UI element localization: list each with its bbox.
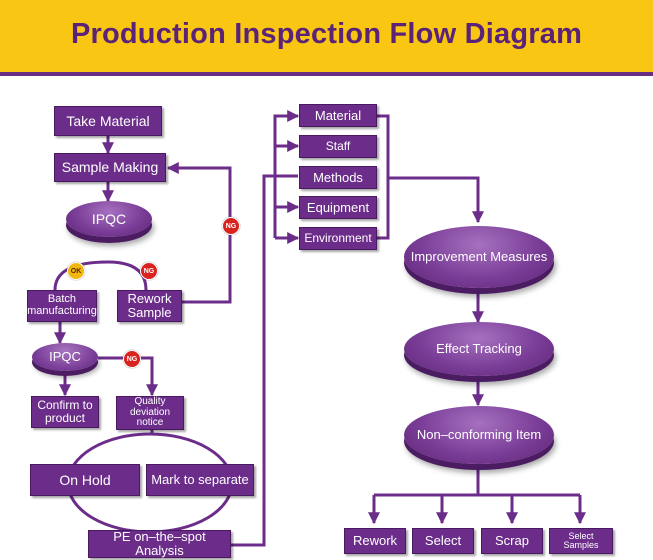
batch-manufacturing-box: Batch manufacturing bbox=[27, 290, 97, 322]
nonconforming-line-2: Item bbox=[515, 427, 542, 443]
ng-badge-loop: NG bbox=[222, 217, 240, 235]
ng-badge-ipqc: NG bbox=[140, 262, 158, 280]
pe-analysis-box: PE on–the–spot Analysis bbox=[88, 530, 231, 558]
disposition-select-samples-box: Select Samples bbox=[549, 528, 613, 554]
improvement-line-2: Measures bbox=[490, 249, 548, 265]
arrow-rework-to-sample bbox=[166, 162, 232, 304]
ng-badge-loop-label: NG bbox=[225, 222, 237, 230]
line-factors-merge bbox=[377, 114, 390, 240]
on-hold-box: On Hold bbox=[30, 464, 140, 496]
disposition-scrap-box: Scrap bbox=[481, 528, 543, 554]
disposition-rework-box: Rework bbox=[344, 528, 406, 554]
arrow-bracket-to-material bbox=[273, 110, 300, 238]
ng-badge-ipqc2: NG bbox=[123, 350, 141, 368]
confirm-to-product-box: Confirm to product bbox=[31, 396, 99, 428]
disposition-select-samples-label: Select Samples bbox=[563, 530, 599, 550]
batch-line-2: manufacturing bbox=[27, 305, 97, 317]
ipqc-1-label: IPQC bbox=[91, 210, 127, 227]
arrow-methods-to-improvement bbox=[388, 176, 484, 224]
ipqc-ellipse-2: IPQC bbox=[32, 343, 98, 371]
factor-methods-box: Methods bbox=[299, 166, 377, 189]
quality-line-1: Quality bbox=[134, 396, 166, 408]
sample-making-box: Sample Making bbox=[54, 153, 166, 182]
effect-tracking-ellipse: Effect Tracking bbox=[404, 322, 554, 376]
quality-line-3: notice bbox=[136, 417, 164, 429]
sample-making-label: Sample Making bbox=[61, 159, 159, 176]
disposition-select-box: Select bbox=[412, 528, 474, 554]
effect-tracking-label: Effect Tracking bbox=[436, 341, 522, 357]
factor-staff-label: Staff bbox=[325, 139, 351, 154]
mark-to-separate-label: Mark to separate bbox=[151, 472, 249, 488]
ng-badge-ipqc2-label: NG bbox=[126, 355, 138, 363]
rework-sample-box: Rework Sample bbox=[117, 290, 182, 322]
take-material-label: Take Material bbox=[66, 112, 150, 129]
header-banner: Production Inspection Flow Diagram bbox=[0, 0, 653, 76]
confirm-line-1: Confirm to bbox=[37, 398, 93, 413]
disposition-select-label: Select bbox=[424, 533, 462, 549]
ipqc-2-label: IPQC bbox=[49, 349, 81, 365]
factor-environment-box: Environment bbox=[299, 227, 377, 250]
nonconforming-item-ellipse: Non–conforming Item bbox=[404, 406, 554, 464]
factor-material-label: Material bbox=[314, 107, 362, 123]
line-pe-to-factors bbox=[230, 174, 298, 547]
ipqc-ellipse-1: IPQC bbox=[66, 201, 152, 237]
rework-sample-line-1: Rework bbox=[127, 291, 172, 307]
factor-equipment-box: Equipment bbox=[299, 196, 377, 219]
disposition-scrap-label: Scrap bbox=[495, 533, 529, 549]
ng-badge-ipqc-label: NG bbox=[143, 267, 155, 275]
quality-line-2: deviation bbox=[129, 406, 171, 418]
ok-badge-label: OK bbox=[70, 267, 82, 275]
pe-analysis-label: PE on–the–spot Analysis bbox=[113, 529, 206, 558]
factor-staff-box: Staff bbox=[299, 135, 377, 158]
improvement-measures-ellipse: Improvement Measures bbox=[404, 226, 554, 288]
on-hold-label: On Hold bbox=[59, 471, 111, 488]
improvement-line-1: Improvement bbox=[410, 249, 487, 265]
batch-line-1: Batch bbox=[47, 293, 77, 306]
confirm-line-2: product bbox=[44, 411, 85, 425]
factor-equipment-label: Equipment bbox=[306, 199, 370, 215]
factor-material-box: Material bbox=[299, 104, 377, 127]
factor-methods-label: Methods bbox=[313, 169, 363, 185]
rework-sample-line-2: Sample bbox=[127, 305, 172, 320]
nonconforming-line-1: Non–conforming bbox=[416, 427, 513, 443]
mark-to-separate-box: Mark to separate bbox=[146, 464, 254, 496]
page-title: Production Inspection Flow Diagram bbox=[70, 18, 583, 50]
ok-badge: OK bbox=[67, 262, 85, 280]
arrow-ipqc2-to-quality bbox=[98, 356, 158, 397]
take-material-box: Take Material bbox=[54, 106, 162, 136]
factor-environment-label: Environment bbox=[304, 231, 372, 246]
quality-deviation-notice-box: Quality deviation notice bbox=[116, 396, 184, 430]
disposition-rework-label: Rework bbox=[352, 533, 398, 549]
